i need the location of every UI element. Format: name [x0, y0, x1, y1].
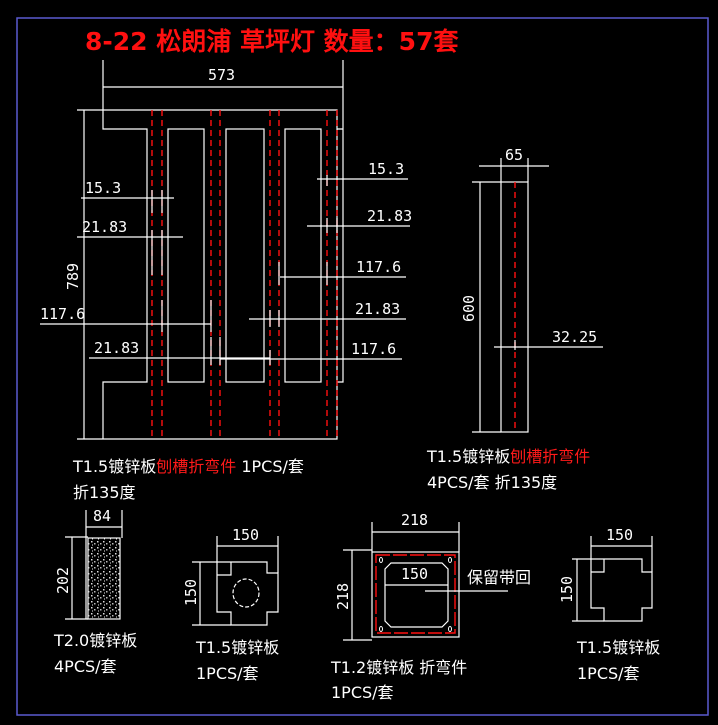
- bend-lines: [151, 110, 338, 439]
- dim-left-117-6: 117.6: [40, 305, 85, 323]
- dim-b-height: 150: [182, 579, 200, 606]
- dim-right-21-83-lower: 21.83: [355, 300, 400, 318]
- part-c-note: 保留带回: [467, 568, 531, 587]
- dim-a-height: 202: [54, 567, 72, 594]
- dim-strip-height: 600: [460, 295, 478, 322]
- part-b-qty: 1PCS/套: [196, 664, 259, 683]
- part-a: 84 202 T2.0镀锌板 4PCS/套: [53, 507, 137, 676]
- dim-d-height: 150: [558, 576, 576, 603]
- part-d-label: T1.5镀锌板: [576, 638, 660, 657]
- dim-left-21-83-lower: 21.83: [94, 339, 139, 357]
- dim-strip-width: 65: [505, 146, 523, 164]
- dim-strip-offset: 32.25: [552, 328, 597, 346]
- part-c-label: T1.2镀锌板 折弯件: [330, 658, 467, 677]
- main-part: 573 789 15.3 21.83 117.6 21.83 15.3 21.8…: [40, 60, 412, 502]
- strip-part: 65 600 32.25 T1.5镀锌板刨槽折弯件 4PCS/套 折135度: [426, 146, 603, 492]
- dim-c-width: 218: [401, 511, 428, 529]
- dim-d-width: 150: [606, 526, 633, 544]
- part-c-qty: 1PCS/套: [331, 683, 394, 702]
- dim-right-15-3: 15.3: [368, 160, 404, 178]
- part-a-qty: 4PCS/套: [54, 657, 117, 676]
- part-a-label: T2.0镀锌板: [53, 631, 137, 650]
- dim-c-height: 218: [334, 583, 352, 610]
- dim-c-inner: 150: [401, 565, 428, 583]
- dim-height: 789: [64, 263, 82, 290]
- strip-part-label: T1.5镀锌板刨槽折弯件: [426, 447, 590, 466]
- part-d: 150 150 T1.5镀锌板 1PCS/套: [558, 526, 660, 683]
- part-c: 218 218 150 保留带回 T1.2镀锌板 折弯件 1PCS/套: [330, 511, 531, 702]
- main-part-label: T1.5镀锌板刨槽折弯件 1PCS/套: [72, 457, 304, 476]
- drawing-title: 8-22 松朗浦 草坪灯 数量：57套: [85, 27, 459, 56]
- part-b: 150 150 T1.5镀锌板 1PCS/套: [182, 526, 279, 683]
- dim-left-15-3: 15.3: [85, 179, 121, 197]
- part-b-label: T1.5镀锌板: [195, 638, 279, 657]
- main-part-label-line2: 折135度: [73, 483, 136, 502]
- dim-a-width: 84: [93, 507, 111, 525]
- part-d-qty: 1PCS/套: [577, 664, 640, 683]
- dim-width: 573: [208, 66, 235, 84]
- dim-left-21-83: 21.83: [82, 218, 127, 236]
- dim-right-21-83: 21.83: [367, 207, 412, 225]
- dim-right-117-6-lower: 117.6: [351, 340, 396, 358]
- dim-right-117-6: 117.6: [356, 258, 401, 276]
- drawing-frame: [16, 17, 709, 716]
- strip-part-label-line2: 4PCS/套 折135度: [427, 473, 557, 492]
- dimension-lines: [40, 86, 410, 439]
- dim-b-width: 150: [232, 526, 259, 544]
